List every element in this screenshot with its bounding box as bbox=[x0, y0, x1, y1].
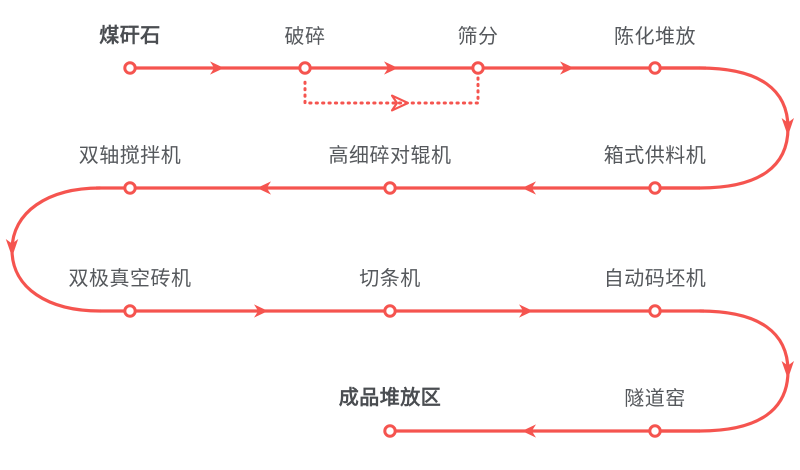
node-label-zidongmapeiji[interactable]: 自动码坯机 bbox=[603, 268, 707, 290]
node-circles bbox=[123, 61, 662, 438]
connector-turn-right-2 bbox=[660, 309, 794, 433]
row-2-line bbox=[96, 181, 700, 195]
node-label-qietiaoji[interactable]: 切条机 bbox=[359, 268, 421, 290]
row-1-arrowheads bbox=[210, 61, 574, 75]
node-label-shuangzhoujiaobanji[interactable]: 双轴搅拌机 bbox=[78, 145, 182, 167]
node-label-xiangshigongliaoji[interactable]: 箱式供料机 bbox=[603, 145, 707, 167]
row-3-arrowheads bbox=[254, 304, 533, 318]
row-4-arrowheads bbox=[522, 424, 536, 438]
node-label-posui[interactable]: 破碎 bbox=[284, 26, 326, 48]
node-circle-zidongmapeiji[interactable] bbox=[648, 304, 662, 318]
node-label-shuangjizhenkongzhuanji[interactable]: 双极真空砖机 bbox=[68, 268, 192, 290]
node-circle-suidaoyao[interactable] bbox=[648, 424, 662, 438]
node-circle-shuangzhoujiaobanji[interactable] bbox=[123, 181, 137, 195]
node-circle-chengpinduifangqu[interactable] bbox=[383, 424, 397, 438]
node-label-chengpinduifangqu[interactable]: 成品堆放区 bbox=[338, 387, 442, 409]
node-label-chenhuaduifang[interactable]: 陈化堆放 bbox=[614, 26, 696, 48]
node-label-shaifen[interactable]: 筛分 bbox=[457, 26, 499, 48]
node-circle-xiangshigongliaoji[interactable] bbox=[648, 181, 662, 195]
node-circle-meiganshi[interactable] bbox=[123, 61, 137, 75]
row-1-line bbox=[130, 61, 706, 75]
connector-turn-right-1 bbox=[660, 66, 794, 190]
connector-turn-left-1 bbox=[5, 186, 136, 313]
row-2-arrowheads bbox=[257, 181, 536, 195]
node-circle-gaoxisuiduigunji[interactable] bbox=[383, 181, 397, 195]
node-label-gaoxisuiduigunji[interactable]: 高细碎对辊机 bbox=[328, 145, 452, 167]
row-3-line bbox=[130, 304, 704, 318]
node-circle-chenhuaduifang[interactable] bbox=[648, 61, 662, 75]
node-label-meiganshi[interactable]: 煤矸石 bbox=[99, 25, 161, 47]
node-circle-qietiaoji[interactable] bbox=[383, 304, 397, 318]
node-circle-shaifen[interactable] bbox=[471, 61, 485, 75]
feedback-loop-recycle bbox=[303, 76, 480, 112]
node-circle-posui[interactable] bbox=[298, 61, 312, 75]
node-label-suidaoyao[interactable]: 隧道窑 bbox=[624, 388, 686, 410]
node-circle-shuangjizhenkongzhuanji[interactable] bbox=[123, 304, 137, 318]
